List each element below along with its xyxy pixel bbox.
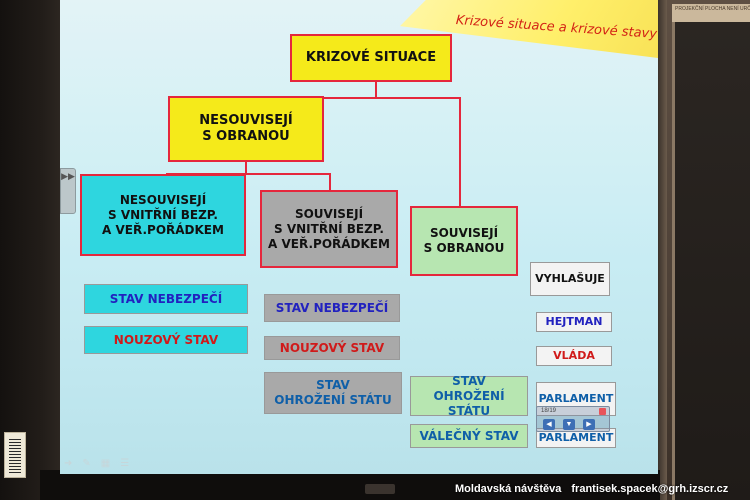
state-b1-label: STAV NEBEZPEČÍ	[276, 301, 388, 316]
state-box-b3: STAV OHROŽENÍ STÁTU	[264, 372, 402, 414]
barcode-sticker	[4, 432, 26, 478]
grid-icon[interactable]: ▦	[101, 458, 120, 469]
category-box-b: SOUVISEJÍ S VNITŘNÍ BEZP. A VEŘ.POŘÁDKEM	[260, 190, 398, 268]
authority-header: VYHLAŠUJE	[530, 262, 610, 296]
cat-c-line1: SOUVISEJÍ	[430, 226, 498, 241]
caption-right: frantisek.spacek@grh.izscr.cz	[571, 483, 728, 495]
level2-line2: S OBRANOU	[202, 129, 289, 145]
state-box-b2: NOUZOVÝ STAV	[264, 336, 400, 360]
cat-b-line3: A VEŘ.POŘÁDKEM	[268, 237, 390, 252]
slide-nav-handle[interactable]: ▶▶	[60, 168, 76, 214]
authority-vlada: VLÁDA	[536, 346, 612, 366]
authority-vlada-label: VLÁDA	[553, 349, 595, 363]
cat-b-line1: SOUVISEJÍ	[295, 207, 363, 222]
level2-line1: NESOUVISEJÍ	[199, 113, 293, 129]
slideshow-toolbar[interactable]: 18/19 ◀ ▼ ▶	[536, 406, 610, 432]
cat-c-line2: S OBRANOU	[424, 241, 505, 256]
cat-a-line2: S VNITŘNÍ BEZP.	[108, 208, 218, 223]
state-a1-label: STAV NEBEZPEČÍ	[110, 292, 222, 307]
state-box-a2: NOUZOVÝ STAV	[84, 326, 248, 354]
wall-board-label-text: PROJEKČNÍ PLOCHA NENÍ URČENO PRO	[672, 4, 750, 14]
wall-board	[672, 22, 750, 500]
barcode-icon	[9, 439, 21, 473]
next-slide-button[interactable]: ▶	[583, 419, 595, 430]
category-box-a: NESOUVISEJÍ S VNITŘNÍ BEZP. A VEŘ.POŘÁDK…	[80, 174, 246, 256]
pointer-icon[interactable]: ➜	[64, 458, 82, 469]
cat-a-line1: NESOUVISEJÍ	[120, 193, 206, 208]
state-c1-line2: OHROŽENÍ STÁTU	[411, 389, 527, 419]
close-icon[interactable]	[599, 408, 606, 415]
state-c2-label: VÁLEČNÝ STAV	[420, 429, 519, 444]
state-b2-label: NOUZOVÝ STAV	[280, 341, 384, 356]
level2-box: NESOUVISEJÍ S OBRANOU	[168, 96, 324, 162]
state-b3-line2: OHROŽENÍ STÁTU	[274, 393, 391, 408]
authority-parlament-2-label: PARLAMENT	[539, 431, 614, 445]
cat-a-line3: A VEŘ.POŘÁDKEM	[102, 223, 224, 238]
cat-b-line2: S VNITŘNÍ BEZP.	[274, 222, 384, 237]
fast-forward-icon[interactable]: ▶▶	[61, 171, 75, 181]
photo-caption: Moldavská návštěva frantisek.spacek@grh.i…	[455, 483, 745, 497]
category-box-c: SOUVISEJÍ S OBRANOU	[410, 206, 518, 276]
monitor-bezel-left	[0, 0, 60, 500]
authority-header-label: VYHLAŠUJE	[535, 272, 605, 286]
monitor-logo	[365, 484, 395, 494]
authority-parlament-1-label: PARLAMENT	[539, 392, 614, 406]
state-box-b1: STAV NEBEZPEČÍ	[264, 294, 400, 322]
caption-left: Moldavská návštěva	[455, 483, 561, 495]
down-arrow-icon[interactable]: ▼	[563, 419, 575, 430]
pen-icon[interactable]: ✎	[82, 458, 100, 469]
root-box: KRIZOVÉ SITUACE	[290, 34, 452, 82]
root-label: KRIZOVÉ SITUACE	[306, 50, 436, 66]
wall-board-label: PROJEKČNÍ PLOCHA NENÍ URČENO PRO	[672, 4, 750, 22]
page-number: 18/19	[541, 408, 556, 414]
state-a2-label: NOUZOVÝ STAV	[114, 333, 218, 348]
prev-slide-button[interactable]: ◀	[543, 419, 555, 430]
authority-hejtman: HEJTMAN	[536, 312, 612, 332]
state-box-c1: STAV OHROŽENÍ STÁTU	[410, 376, 528, 416]
presenter-tools[interactable]: ➜✎▦☰	[64, 458, 139, 469]
authority-hejtman-label: HEJTMAN	[546, 315, 603, 329]
presentation-screen: Krizové situace a krizové stavy KRIZOVÉ …	[60, 0, 658, 474]
menu-icon[interactable]: ☰	[120, 458, 139, 469]
state-b3-line1: STAV	[316, 378, 350, 393]
state-box-c2: VÁLEČNÝ STAV	[410, 424, 528, 448]
state-box-a1: STAV NEBEZPEČÍ	[84, 284, 248, 314]
state-c1-line1: STAV	[452, 374, 486, 389]
